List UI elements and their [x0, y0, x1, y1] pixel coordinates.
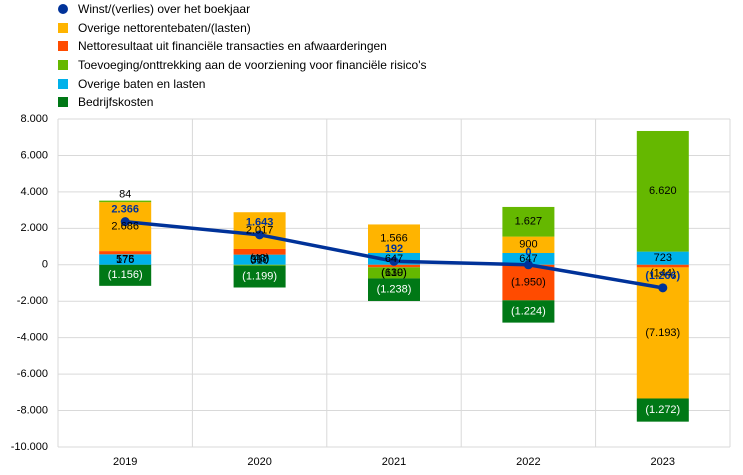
data-label: (1.272) — [645, 404, 680, 416]
data-label: 575 — [116, 253, 134, 265]
legend-item-costs: Bedrijfskosten — [58, 93, 427, 112]
legend-label-profit: Winst/(verlies) over het boekjaar — [78, 2, 251, 17]
profit-marker — [523, 260, 533, 270]
y-tick-label: -2.000 — [17, 295, 48, 307]
data-label: (1.950) — [511, 276, 546, 288]
bar-segment — [636, 251, 689, 265]
x-tick-label: 2019 — [113, 456, 137, 468]
profit-label: 0 — [525, 247, 531, 259]
data-label: 1.627 — [515, 216, 543, 228]
profit-label: (1.266) — [645, 270, 680, 282]
bar-segment — [99, 264, 152, 286]
bar-segment — [368, 264, 420, 268]
y-tick-label: 2.000 — [20, 222, 48, 234]
x-tick-label: 2020 — [247, 456, 271, 468]
bar-segment — [233, 248, 286, 255]
bar-segment — [368, 267, 420, 279]
data-label: 900 — [519, 239, 537, 251]
bar-segment — [502, 252, 555, 265]
data-label: 6.620 — [649, 185, 677, 197]
data-label: (139) — [381, 267, 407, 279]
y-tick-label: -8.000 — [17, 404, 48, 416]
profit-marker — [120, 217, 130, 227]
data-label: 1.566 — [380, 233, 408, 245]
bar-segment — [636, 398, 689, 422]
legend-label-provision: Toevoeging/onttrekking aan de voorzienin… — [78, 58, 427, 73]
data-label: (1.156) — [108, 269, 143, 281]
y-tick-label: 4.000 — [20, 186, 48, 198]
legend-swatch-costs — [58, 97, 68, 108]
data-label: (1.224) — [511, 305, 546, 317]
legend-item-provision: Toevoeging/onttrekking aan de voorzienin… — [58, 56, 427, 75]
legend-swatch-provision — [58, 60, 68, 71]
profit-marker — [255, 230, 265, 240]
profit-marker — [658, 283, 668, 293]
data-label: 176 — [116, 254, 134, 266]
legend-swatch-profit — [58, 4, 68, 15]
data-label: 310 — [250, 255, 268, 267]
legend-label-financial: Nettoresultaat uit financiële transactie… — [78, 39, 387, 54]
bar-segment — [99, 202, 152, 252]
data-label: 84 — [119, 189, 131, 201]
profit-marker — [389, 256, 399, 266]
bar-segment — [502, 264, 555, 301]
bar-segment — [368, 278, 420, 301]
bar-segment — [99, 200, 152, 203]
legend-label-interest: Overige nettorentebaten/(lasten) — [78, 20, 251, 35]
data-label: (1.199) — [242, 270, 277, 282]
bar-segment — [502, 236, 555, 253]
data-label: 2.017 — [246, 225, 274, 237]
bar-segment — [233, 254, 286, 265]
bar-segment — [233, 265, 286, 288]
x-tick-label: 2022 — [516, 456, 540, 468]
data-label: (610) — [381, 267, 407, 279]
data-label: 723 — [654, 252, 672, 264]
bar-segment — [368, 224, 420, 253]
legend-item-interest: Overige nettorentebaten/(lasten) — [58, 19, 427, 38]
y-tick-label: 8.000 — [20, 113, 48, 125]
y-tick-label: 0 — [42, 259, 48, 271]
bar-segment — [99, 251, 152, 255]
y-tick-label: -4.000 — [17, 332, 48, 344]
data-label: (144) — [650, 267, 676, 279]
y-tick-label: -10.000 — [11, 441, 48, 453]
legend-swatch-other — [58, 78, 68, 89]
legend-label-costs: Bedrijfskosten — [78, 95, 154, 110]
legend: Winst/(verlies) over het boekjaar Overig… — [58, 0, 427, 112]
profit-label: 1.643 — [246, 217, 274, 229]
y-tick-label: 6.000 — [20, 149, 48, 161]
legend-item-profit: Winst/(verlies) over het boekjaar — [58, 0, 427, 19]
legend-swatch-financial — [58, 41, 68, 52]
legend-item-other: Overige baten en lasten — [58, 74, 427, 93]
data-label: 557 — [250, 254, 268, 266]
bar-segment — [233, 264, 286, 266]
legend-label-other: Overige baten en lasten — [78, 76, 206, 91]
bar-segment — [99, 254, 152, 265]
bar-segment — [636, 264, 689, 268]
profit-label: 2.366 — [111, 204, 139, 216]
y-tick-label: -6.000 — [17, 368, 48, 380]
data-label: 647 — [385, 253, 403, 265]
bar-segment — [502, 206, 555, 237]
data-label: 647 — [519, 253, 537, 265]
data-label: (7.193) — [645, 327, 680, 339]
bar-segment — [502, 300, 555, 323]
legend-item-financial: Nettoresultaat uit financiële transactie… — [58, 37, 427, 56]
bar-segment — [636, 130, 689, 252]
legend-swatch-interest — [58, 22, 68, 33]
data-label: (48) — [250, 253, 270, 265]
x-tick-label: 2021 — [382, 456, 406, 468]
data-label: 2.686 — [111, 221, 139, 233]
profit-label: 192 — [385, 243, 403, 255]
x-tick-label: 2023 — [651, 456, 675, 468]
data-label: (1.238) — [377, 284, 412, 296]
